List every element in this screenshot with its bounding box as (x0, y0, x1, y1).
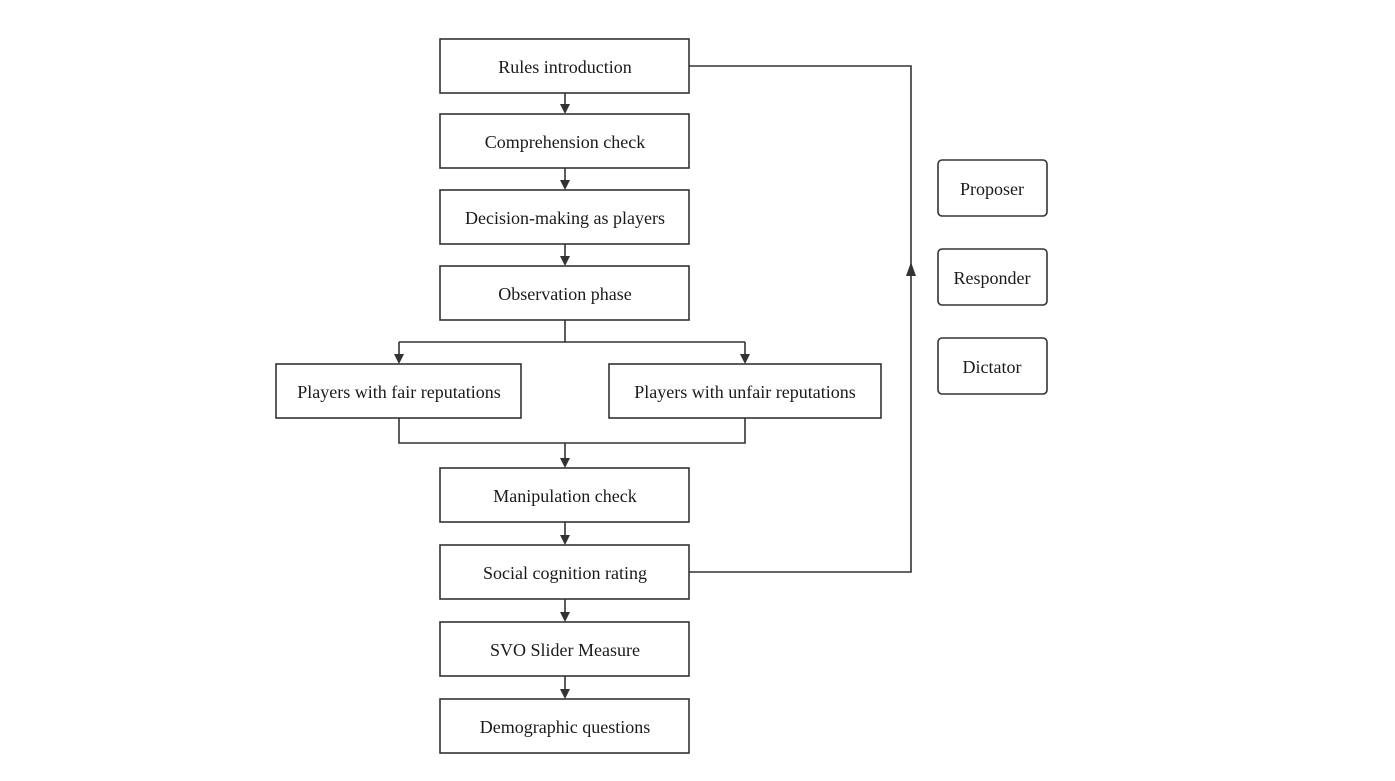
node-label: Comprehension check (485, 132, 645, 152)
role-proposer: Proposer (937, 159, 1048, 217)
node-label: Manipulation check (493, 486, 636, 506)
arrowhead-fair (394, 354, 404, 364)
node-label: Observation phase (498, 284, 631, 304)
arrowhead-observation (560, 256, 570, 266)
node-social-cognition-rating: Social cognition rating (439, 544, 690, 600)
role-label: Dictator (963, 357, 1022, 377)
node-svo-slider-measure: SVO Slider Measure (439, 621, 690, 677)
node-label: Social cognition rating (483, 563, 647, 583)
node-demographic-questions: Demographic questions (439, 698, 690, 754)
node-unfair-players: Players with unfair reputations (608, 363, 882, 419)
node-observation-phase: Observation phase (439, 265, 690, 321)
node-label: Rules introduction (498, 57, 632, 77)
node-label: Decision-making as players (465, 208, 665, 228)
arrowhead-social (560, 535, 570, 545)
arrowhead-decision (560, 180, 570, 190)
node-label: Players with unfair reputations (634, 382, 855, 402)
node-comprehension-check: Comprehension check (439, 113, 690, 169)
arrowhead-unfair (740, 354, 750, 364)
node-rules-introduction: Rules introduction (439, 38, 690, 94)
edge-fair-merge (398, 418, 746, 444)
node-manipulation-check: Manipulation check (439, 467, 690, 523)
arrowhead-comprehension (560, 104, 570, 114)
arrowhead-roles-up (906, 262, 916, 276)
node-label: SVO Slider Measure (490, 640, 640, 660)
edge-rules-to-roles (689, 65, 912, 573)
role-dictator: Dictator (937, 337, 1048, 395)
role-responder: Responder (937, 248, 1048, 306)
arrowhead-svo (560, 612, 570, 622)
node-label: Players with fair reputations (297, 382, 500, 402)
node-fair-players: Players with fair reputations (275, 363, 522, 419)
arrowhead-manipulation (560, 458, 570, 468)
node-label: Demographic questions (480, 717, 650, 737)
node-decision-making: Decision-making as players (439, 189, 690, 245)
role-label: Proposer (960, 179, 1024, 199)
arrowhead-demographic (560, 689, 570, 699)
role-label: Responder (954, 268, 1031, 288)
